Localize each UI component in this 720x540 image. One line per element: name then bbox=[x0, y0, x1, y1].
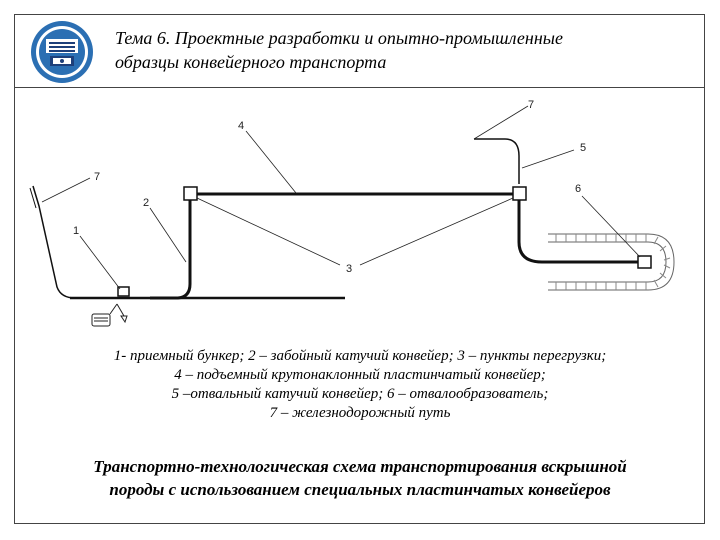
title-line-2: образцы конвейерного транспорта bbox=[115, 52, 387, 72]
dump-hatching bbox=[555, 234, 671, 290]
label-3: 3 bbox=[346, 263, 352, 275]
excavator-icon bbox=[91, 303, 128, 327]
label-2: 2 bbox=[143, 197, 149, 209]
summary-line-2: породы с использованием специальных плас… bbox=[109, 480, 611, 499]
label-7-left: 7 bbox=[94, 171, 100, 183]
title-line-1: Тема 6. Проектные разработки и опытно-пр… bbox=[115, 28, 563, 48]
university-logo-icon bbox=[31, 21, 93, 83]
label-1: 1 bbox=[73, 225, 79, 237]
spreader-box bbox=[637, 255, 652, 269]
label-7-right: 7 bbox=[528, 99, 534, 111]
rail-track-right bbox=[474, 138, 520, 184]
dump-arc-outer bbox=[548, 233, 675, 291]
summary-caption: Транспортно-технологическая схема трансп… bbox=[30, 455, 690, 501]
transfer-point-right bbox=[512, 186, 527, 201]
receiving-hopper bbox=[117, 286, 130, 297]
label-6: 6 bbox=[575, 183, 581, 195]
slide-frame bbox=[14, 14, 705, 524]
legend-line-3: 5 –отвальный катучий конвейер; 6 – отвал… bbox=[171, 386, 549, 402]
label-4: 4 bbox=[238, 120, 244, 132]
legend-caption: 1- приемный бункер; 2 – забойный катучий… bbox=[30, 347, 690, 423]
legend-line-4: 7 – железнодорожный путь bbox=[269, 405, 451, 421]
rail-track-left bbox=[32, 185, 125, 299]
header-divider bbox=[14, 87, 705, 88]
rail-track-left-inner bbox=[29, 187, 37, 209]
right-descending-conveyor bbox=[517, 194, 640, 264]
slide-title: Тема 6. Проектные разработки и опытно-пр… bbox=[115, 26, 695, 74]
legend-line-2: 4 – подъемный крутонаклонный пластинчаты… bbox=[174, 367, 546, 383]
summary-line-1: Транспортно-технологическая схема трансп… bbox=[93, 457, 627, 476]
legend-line-1: 1- приемный бункер; 2 – забойный катучий… bbox=[113, 348, 607, 364]
leader-lines bbox=[41, 105, 641, 290]
steep-incline-conveyor bbox=[150, 196, 192, 300]
label-5: 5 bbox=[580, 142, 586, 154]
transfer-point-left bbox=[183, 186, 198, 201]
